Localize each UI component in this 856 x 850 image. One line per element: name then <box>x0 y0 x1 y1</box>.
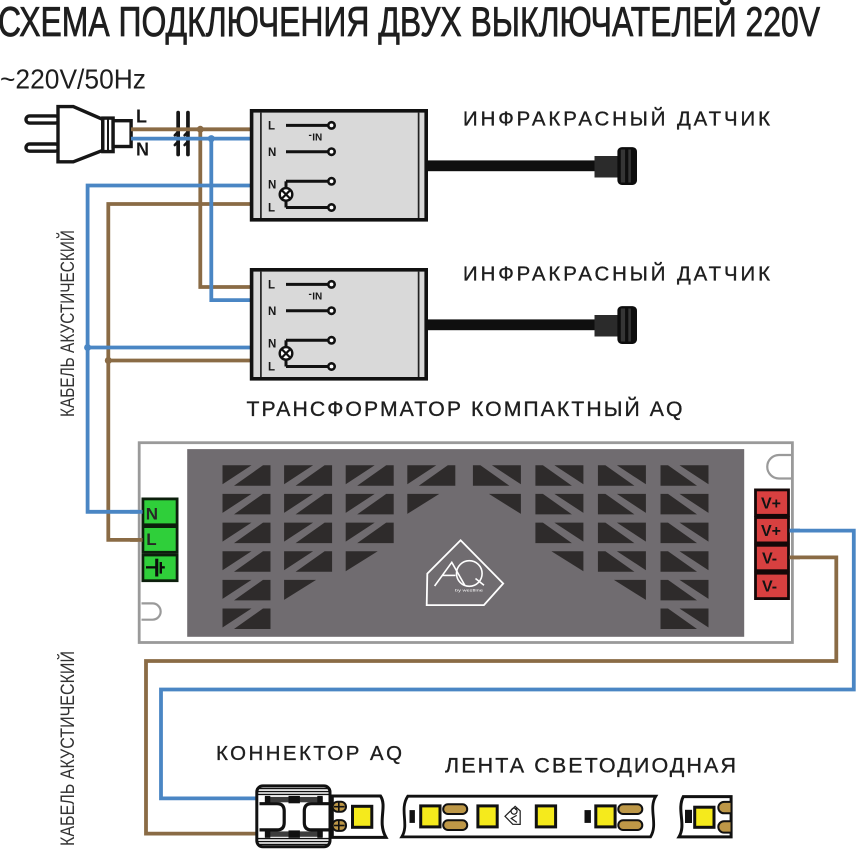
svg-text:L: L <box>268 280 275 292</box>
svg-text:N: N <box>268 339 276 351</box>
svg-text:N: N <box>268 147 276 159</box>
svg-text:V-: V- <box>762 551 777 568</box>
svg-text:L: L <box>268 362 275 374</box>
svg-text:-: - <box>309 289 312 300</box>
svg-text:СХЕМА ПОДКЛЮЧЕНИЯ ДВУХ ВЫКЛЮЧА: СХЕМА ПОДКЛЮЧЕНИЯ ДВУХ ВЫКЛЮЧАТЕЛЕЙ 220V <box>0 0 820 45</box>
svg-text:КАБЕЛЬ АКУСТИЧЕСКИЙ: КАБЕЛЬ АКУСТИЧЕСКИЙ <box>57 230 79 417</box>
svg-text:ЛЕНТА СВЕТОДИОДНАЯ: ЛЕНТА СВЕТОДИОДНАЯ <box>445 753 736 777</box>
svg-text:L: L <box>268 121 275 133</box>
svg-text:IN: IN <box>312 133 322 144</box>
svg-text:L: L <box>146 530 156 549</box>
svg-text:ТРАНСФОРМАТОР КОМПАКТНЫЙ AQ: ТРАНСФОРМАТОР КОМПАКТНЫЙ AQ <box>247 396 683 421</box>
svg-text:N: N <box>268 180 276 192</box>
svg-text:V+: V+ <box>761 495 781 512</box>
svg-text:L: L <box>268 203 275 215</box>
svg-text:N: N <box>146 505 158 524</box>
svg-text:IN: IN <box>312 292 322 303</box>
svg-text:by westline: by westline <box>455 589 483 593</box>
svg-text:ИНФРАКРАСНЫЙ ДАТЧИК: ИНФРАКРАСНЫЙ ДАТЧИК <box>463 261 770 285</box>
svg-text:-: - <box>309 130 312 141</box>
svg-text:ИНФРАКРАСНЫЙ ДАТЧИК: ИНФРАКРАСНЫЙ ДАТЧИК <box>463 106 770 130</box>
svg-text:V-: V- <box>762 578 777 595</box>
svg-text:~220V/50Hz: ~220V/50Hz <box>0 64 146 95</box>
svg-text:L: L <box>136 106 147 126</box>
svg-text:КАБЕЛЬ АКУСТИЧЕСКИЙ: КАБЕЛЬ АКУСТИЧЕСКИЙ <box>57 651 79 846</box>
svg-text:V+: V+ <box>761 523 781 540</box>
svg-text:N: N <box>136 140 149 160</box>
svg-text:КОННЕКТОР AQ: КОННЕКТОР AQ <box>216 743 402 765</box>
svg-text:N: N <box>268 306 276 318</box>
